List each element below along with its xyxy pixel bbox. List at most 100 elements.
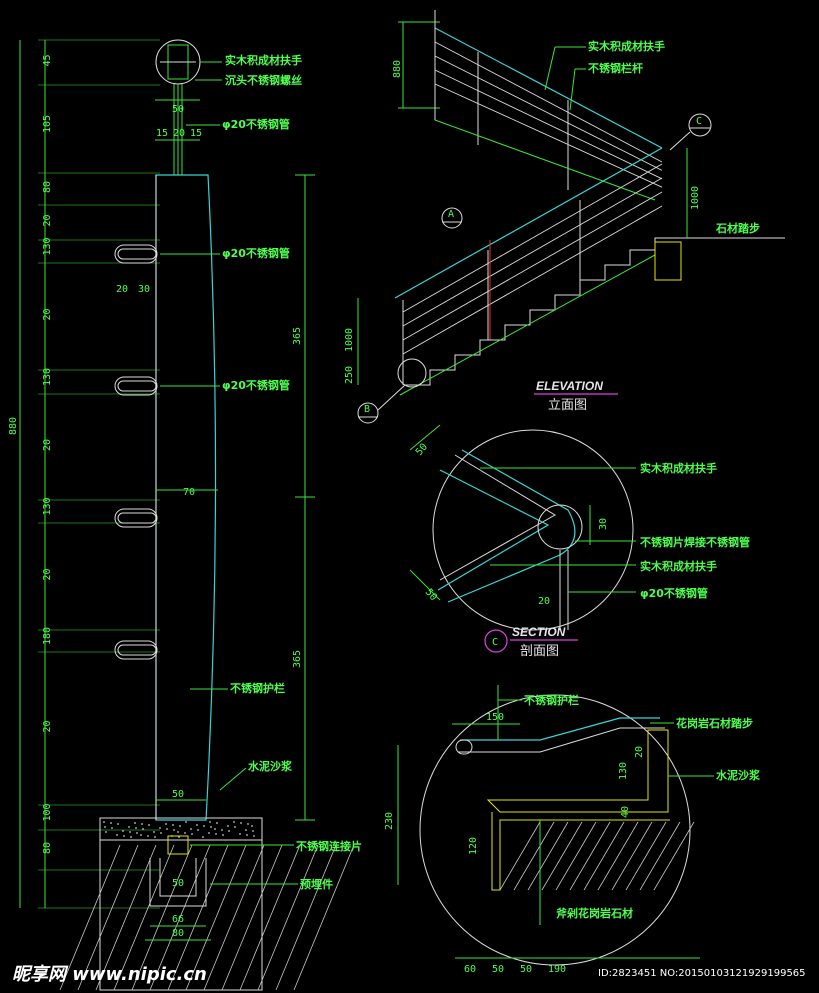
svg-text:40: 40 [620, 806, 631, 818]
label-screw: 沉头不锈钢螺丝 [225, 73, 302, 87]
svg-text:20: 20 [116, 284, 128, 295]
left-dim-value: 130 [42, 237, 53, 255]
svg-text:80: 80 [172, 928, 184, 939]
mortar-speckle [103, 821, 255, 838]
tag-c-circle [688, 113, 712, 137]
tube-stubs [114, 244, 158, 660]
dim-880: 880 [392, 60, 403, 78]
tube-stub [114, 640, 158, 660]
detail-bottom-dim: 50 [520, 964, 532, 975]
detail-bottom-dim: 190 [548, 964, 566, 975]
elev-label-stone: 石材踏步 [715, 221, 760, 235]
left-dim-value: 80 [42, 842, 53, 854]
detail-bottom-dims: 60 50 50 190 [464, 964, 566, 975]
dim-250: 250 [344, 366, 355, 384]
elevation-view: 880 A B C 1000 [344, 10, 785, 424]
detail-dim-230: 230 [384, 812, 395, 830]
tag-b-circle [357, 402, 379, 424]
detail-bottom-dim: 60 [464, 964, 476, 975]
section-label-tube: φ20不锈钢管 [640, 586, 708, 600]
tag-c: C [696, 116, 702, 127]
section-title: SECTION [512, 625, 566, 639]
dim-top-50: 50 [172, 104, 184, 115]
svg-text:20: 20 [538, 596, 550, 607]
dim-post-70: 70 [183, 487, 195, 498]
label-embed: 预埋件 [300, 877, 333, 891]
detail-hatch [499, 821, 695, 891]
detail-circle [419, 694, 691, 966]
stair-steps [405, 237, 785, 386]
label-plate: 不锈钢连接片 [296, 839, 362, 853]
svg-text:15: 15 [156, 128, 168, 139]
left-dim-value: 20 [42, 568, 53, 580]
label-tube-top: φ20不锈钢管 [222, 117, 290, 131]
label-tube-2: φ20不锈钢管 [222, 378, 290, 392]
dim-365-upper: 365 [292, 327, 303, 345]
section-handrail-upper [447, 449, 576, 603]
svg-text:50: 50 [423, 587, 439, 603]
stone-landing [654, 241, 682, 281]
left-dim-value: 100 [42, 803, 53, 821]
left-dim-value: 105 [42, 115, 53, 133]
section-tag-circle [484, 629, 508, 653]
detail-label-guard: 不锈钢护栏 [524, 693, 579, 707]
section-subtitle: 剖面图 [520, 644, 559, 659]
label-mortar: 水泥沙浆 [248, 759, 293, 773]
dim-1000-left: 1000 [344, 328, 355, 352]
detail-bottom-dim: 50 [492, 964, 504, 975]
embed-channel [149, 858, 207, 907]
section-label-handrail-bottom: 实木积成材扶手 [640, 559, 717, 573]
label-handrail: 实木积成材扶手 [225, 53, 302, 67]
svg-text:50: 50 [414, 442, 430, 458]
section-circle [432, 429, 634, 631]
svg-text:130: 130 [618, 762, 629, 780]
detail-b-stair: 150 不锈钢护栏 花岗岩石材踏步 水泥沙浆 斧剁花岗岩石材 130 40 20… [384, 685, 761, 975]
dim-365-lower: 365 [292, 650, 303, 668]
svg-text:50: 50 [172, 789, 184, 800]
label-guard: 不锈钢护栏 [230, 681, 285, 695]
elev-label-post: 不锈钢栏杆 [588, 61, 643, 75]
svg-text:50: 50 [172, 878, 184, 889]
concrete-base [99, 839, 263, 991]
tag-a: A [448, 209, 454, 220]
granite-step [486, 729, 669, 813]
detail-label-granite-step: 花岗岩石材踏步 [676, 716, 753, 730]
left-dim-value: 45 [42, 54, 53, 66]
left-dim-value: 20 [42, 308, 53, 320]
label-tube-1: φ20不锈钢管 [222, 246, 290, 260]
base-hatch [59, 844, 355, 991]
left-dim-ticks [38, 39, 160, 909]
section-label-handrail-top: 实木积成材扶手 [640, 461, 717, 475]
dim-1000-right: 1000 [690, 186, 701, 210]
svg-text:120: 120 [468, 837, 479, 855]
dim-total-880: 880 [8, 417, 19, 435]
post-body [155, 174, 217, 821]
svg-text:15: 15 [190, 128, 202, 139]
tag-b: B [364, 404, 370, 415]
elevation-subtitle: 立面图 [548, 398, 587, 413]
tube-stub [114, 508, 158, 528]
section-tag: C [492, 637, 498, 648]
connector-bolt [167, 835, 189, 855]
detail-dim-150: 150 [486, 712, 504, 723]
svg-text:20: 20 [173, 128, 185, 139]
left-dim-value: 20 [42, 720, 53, 732]
tube-stub [114, 376, 158, 396]
svg-text:66: 66 [172, 914, 184, 925]
svg-text:20: 20 [634, 746, 645, 758]
watermark-id: ID:2823451 NO:20150103121929199565 [598, 968, 806, 979]
lower-handrail [394, 147, 663, 299]
tube-stub [114, 244, 158, 264]
detail-label-granite-face: 斧剁花岗岩石材 [556, 906, 633, 920]
elevation-title: ELEVATION [536, 379, 603, 393]
left-dim-value: 20 [42, 439, 53, 451]
tag-a-circle [441, 207, 463, 229]
svg-text:30: 30 [598, 518, 609, 530]
detail-handrail [460, 717, 660, 741]
watermark-brand: 昵享网 www.nipic.cn [12, 964, 207, 985]
left-dim-value: 130 [42, 368, 53, 386]
detail-label-mortar: 水泥沙浆 [716, 768, 761, 782]
